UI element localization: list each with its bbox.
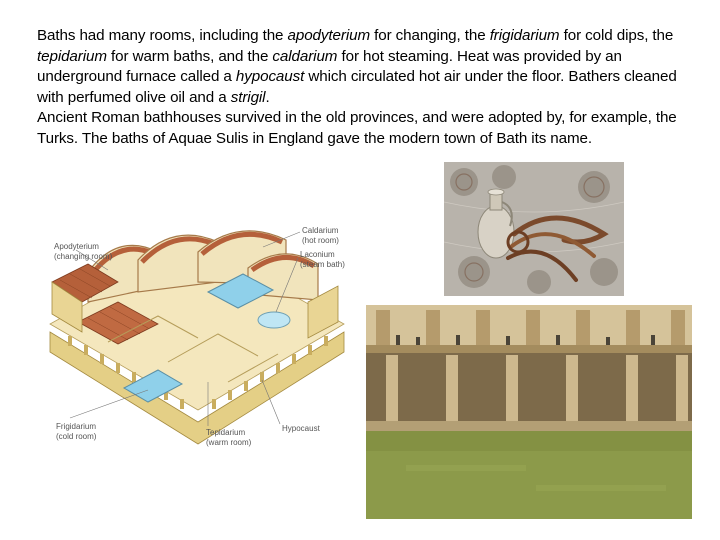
paragraph-rooms: Baths had many rooms, including the apod… [37, 26, 687, 108]
term-frigidarium: frigidarium [489, 27, 560, 44]
slide-text: Baths had many rooms, including the apod… [37, 26, 687, 149]
roman-baths-image [366, 305, 692, 519]
label-desc: (changing room) [54, 251, 113, 261]
label-desc: (warm room) [206, 437, 252, 447]
bath-cutaway-illustration [49, 230, 345, 445]
label-desc: (steam bath) [300, 259, 345, 269]
text-run: Baths had many rooms, including the [37, 27, 288, 44]
label-name: Caldarium [302, 226, 339, 235]
label-apodyterium: Apodyterium (changing room) [54, 242, 112, 261]
oil-flask-strigil-photo [444, 162, 624, 296]
label-tepidarium: Tepidarium (warm room) [206, 428, 251, 447]
term-apodyterium: apodyterium [287, 27, 371, 44]
label-hypocaust: Hypocaust [282, 424, 320, 434]
paragraph-history: Ancient Roman bathhouses survived in the… [37, 109, 677, 147]
label-name: Laconium [300, 250, 335, 259]
text-run: which circulated hot air under the floor… [37, 68, 677, 106]
label-name: Tepidarium [206, 428, 246, 437]
label-name: Hypocaust [282, 424, 320, 433]
text-run: for warm baths, and the [106, 47, 273, 65]
label-desc: (hot room) [302, 235, 339, 245]
term-tepidarium: tepidarium [37, 47, 107, 65]
label-name: Apodyterium [54, 242, 99, 251]
oil-flask-strigil-image [444, 162, 624, 296]
label-frigidarium: Frigidarium (cold room) [56, 422, 96, 441]
term-hypocaust: hypocaust [235, 68, 305, 85]
term-caldarium: caldarium [272, 47, 338, 65]
text-run: . [265, 88, 270, 106]
label-laconium: Laconium (steam bath) [300, 250, 345, 269]
label-caldarium: Caldarium (hot room) [302, 226, 339, 245]
term-strigil: strigil [230, 88, 266, 106]
text-run: for hot steaming. Heat was provided by a… [37, 47, 622, 86]
roman-baths-photo [366, 305, 692, 519]
label-name: Frigidarium [56, 422, 97, 431]
bath-cutaway-diagram: Apodyterium (changing room) Caldarium (h… [48, 212, 348, 447]
text-run: for changing, the [370, 27, 490, 44]
label-desc: (cold room) [56, 431, 97, 441]
text-run: for cold dips, the [559, 27, 674, 44]
